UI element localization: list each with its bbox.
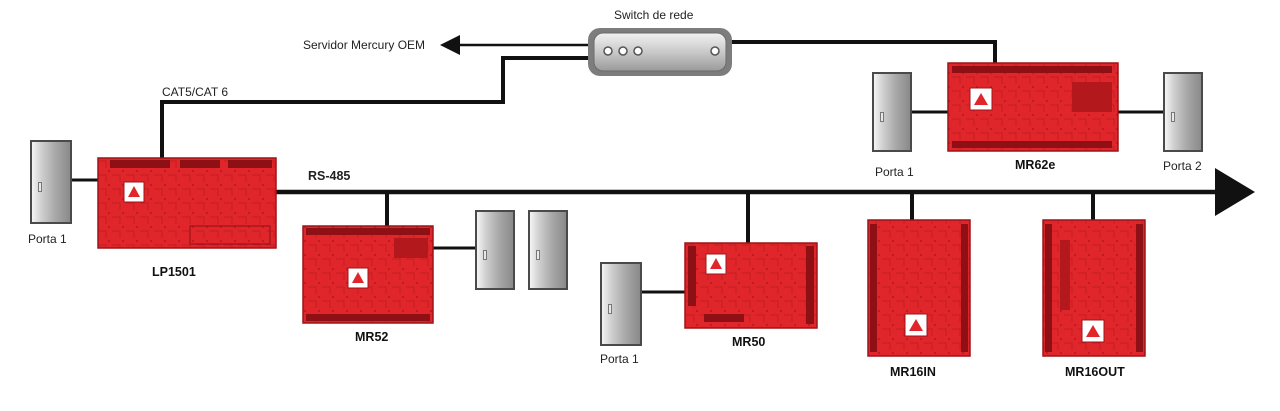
cable-label: CAT5/CAT 6 <box>162 85 229 99</box>
board-label-mr52: MR52 <box>355 330 389 344</box>
board-label-mr62e: MR62e <box>1015 158 1056 172</box>
door-label-mr50: Porta 1 <box>600 352 639 366</box>
board-mr52 <box>302 225 434 324</box>
rs485-bus <box>275 168 1255 243</box>
door-icon <box>30 140 72 224</box>
board-label-mr16out: MR16OUT <box>1065 365 1125 379</box>
network-switch-icon <box>588 28 732 76</box>
board-label-mr16in: MR16IN <box>890 365 936 379</box>
board-label-lp1501: LP1501 <box>152 265 196 279</box>
board-label-mr50: MR50 <box>732 335 766 349</box>
door-icon <box>528 210 568 290</box>
door-icon <box>872 72 912 152</box>
board-mr16in <box>867 219 971 357</box>
bus-label: RS-485 <box>308 169 351 183</box>
board-mr50 <box>684 242 818 329</box>
switch-title: Switch de rede <box>614 8 694 22</box>
bus-arrow-head <box>1215 168 1255 216</box>
server-label: Servidor Mercury OEM <box>303 38 426 52</box>
door-wires <box>72 110 1163 294</box>
door-icon <box>600 262 642 346</box>
board-lp1501 <box>97 157 277 249</box>
door-label-mr62e-1: Porta 1 <box>875 165 914 179</box>
board-mr62e <box>947 62 1119 152</box>
server-arrow-head <box>440 35 460 55</box>
board-mr16out <box>1042 219 1146 357</box>
door-icon <box>1163 72 1203 152</box>
door-label-mr62e-2: Porta 2 <box>1163 159 1202 173</box>
door-label-lp1501: Porta 1 <box>28 232 67 246</box>
door-icon <box>475 210 515 290</box>
ethernet-cables <box>160 40 997 158</box>
